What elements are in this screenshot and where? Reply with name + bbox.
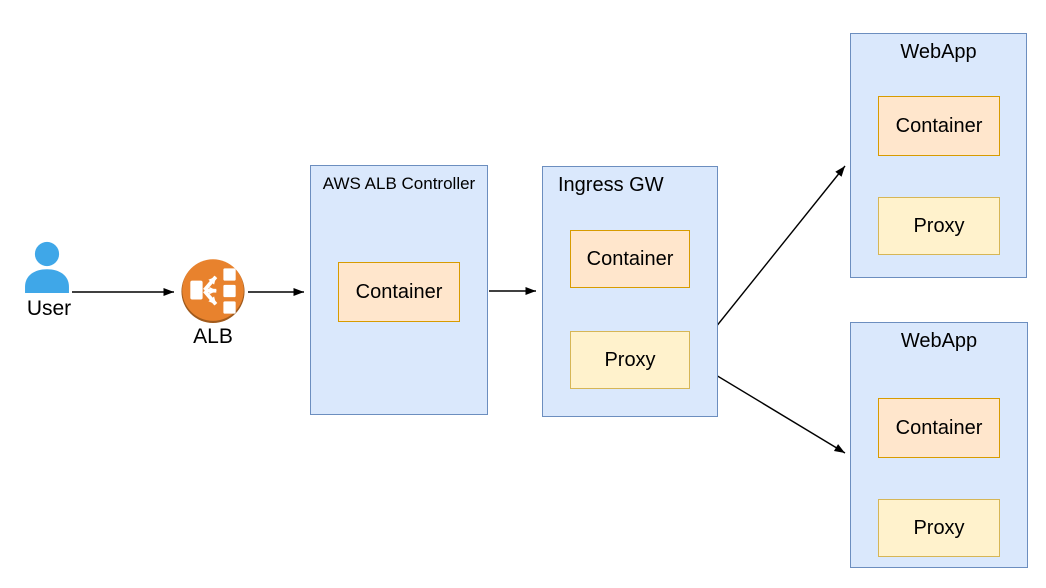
load-balancer-icon [179, 257, 247, 325]
user-label: User [26, 297, 72, 320]
webapp-bottom-container-node: Container [878, 398, 1000, 458]
controller-container-node: Container [338, 262, 460, 322]
group-aws-alb-controller-title: AWS ALB Controller [322, 174, 476, 193]
ingress-proxy-node: Proxy [570, 331, 690, 389]
group-webapp-bottom-title: WebApp [900, 330, 978, 352]
ingress-container-node: Container [570, 230, 690, 288]
person-icon [22, 241, 72, 293]
webapp-top-container-node: Container [878, 96, 1000, 156]
webapp-top-proxy-node: Proxy [878, 197, 1000, 255]
alb-label: ALB [193, 325, 233, 348]
webapp-bottom-proxy-node: Proxy [878, 499, 1000, 557]
group-webapp-top-title: WebApp [900, 41, 977, 63]
group-ingress-gw-title: Ingress GW [558, 174, 664, 196]
